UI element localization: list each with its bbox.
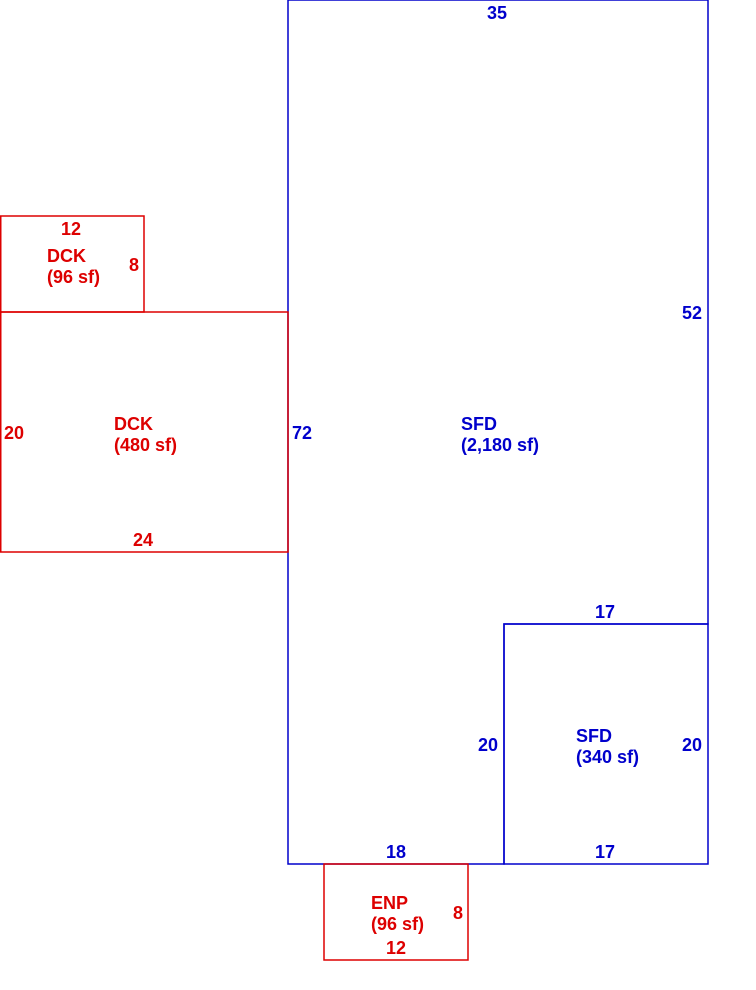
sfd-main-left-dimension: 72 <box>292 423 312 443</box>
deck-large-code-label: DCK <box>114 414 153 434</box>
deck-small-code-label: DCK <box>47 246 86 266</box>
sfd-addition-left-dimension: 20 <box>478 735 498 755</box>
sfd-addition-outline <box>503 623 709 865</box>
porch-outline <box>323 863 469 961</box>
sfd-addition-area-label: (340 sf) <box>576 747 639 767</box>
deck-large-left-dimension: 20 <box>4 423 24 443</box>
sfd-main-right-dimension: 52 <box>682 303 702 323</box>
sfd-main-code-label: SFD <box>461 414 497 434</box>
deck-small-right-dimension: 8 <box>129 255 139 275</box>
porch-area-label: (96 sf) <box>371 914 424 934</box>
deck-small-top-dimension: 12 <box>61 219 81 239</box>
sfd-addition-bottom-dimension: 17 <box>595 842 615 862</box>
porch-right-dimension: 8 <box>453 903 463 923</box>
deck-large-bottom-dimension: 24 <box>133 530 153 550</box>
deck-large-area-label: (480 sf) <box>114 435 177 455</box>
sfd-main-top-dimension: 35 <box>487 3 507 23</box>
sfd-addition-code-label: SFD <box>576 726 612 746</box>
sfd-main-area-label: (2,180 sf) <box>461 435 539 455</box>
deck-small-area-label: (96 sf) <box>47 267 100 287</box>
sfd-addition-section: 17 20 20 17 SFD (340 sf) <box>478 602 709 865</box>
deck-small-section: 12 8 DCK (96 sf) <box>0 215 145 313</box>
porch-section: 8 12 ENP (96 sf) <box>323 863 469 961</box>
porch-code-label: ENP <box>371 893 408 913</box>
sfd-addition-right-dimension: 20 <box>682 735 702 755</box>
deck-large-outline <box>0 311 289 553</box>
sfd-main-bottom-dimension: 18 <box>386 842 406 862</box>
porch-bottom-dimension: 12 <box>386 938 406 958</box>
sfd-addition-top-dimension: 17 <box>595 602 615 622</box>
deck-large-section: 20 24 DCK (480 sf) <box>0 311 289 553</box>
